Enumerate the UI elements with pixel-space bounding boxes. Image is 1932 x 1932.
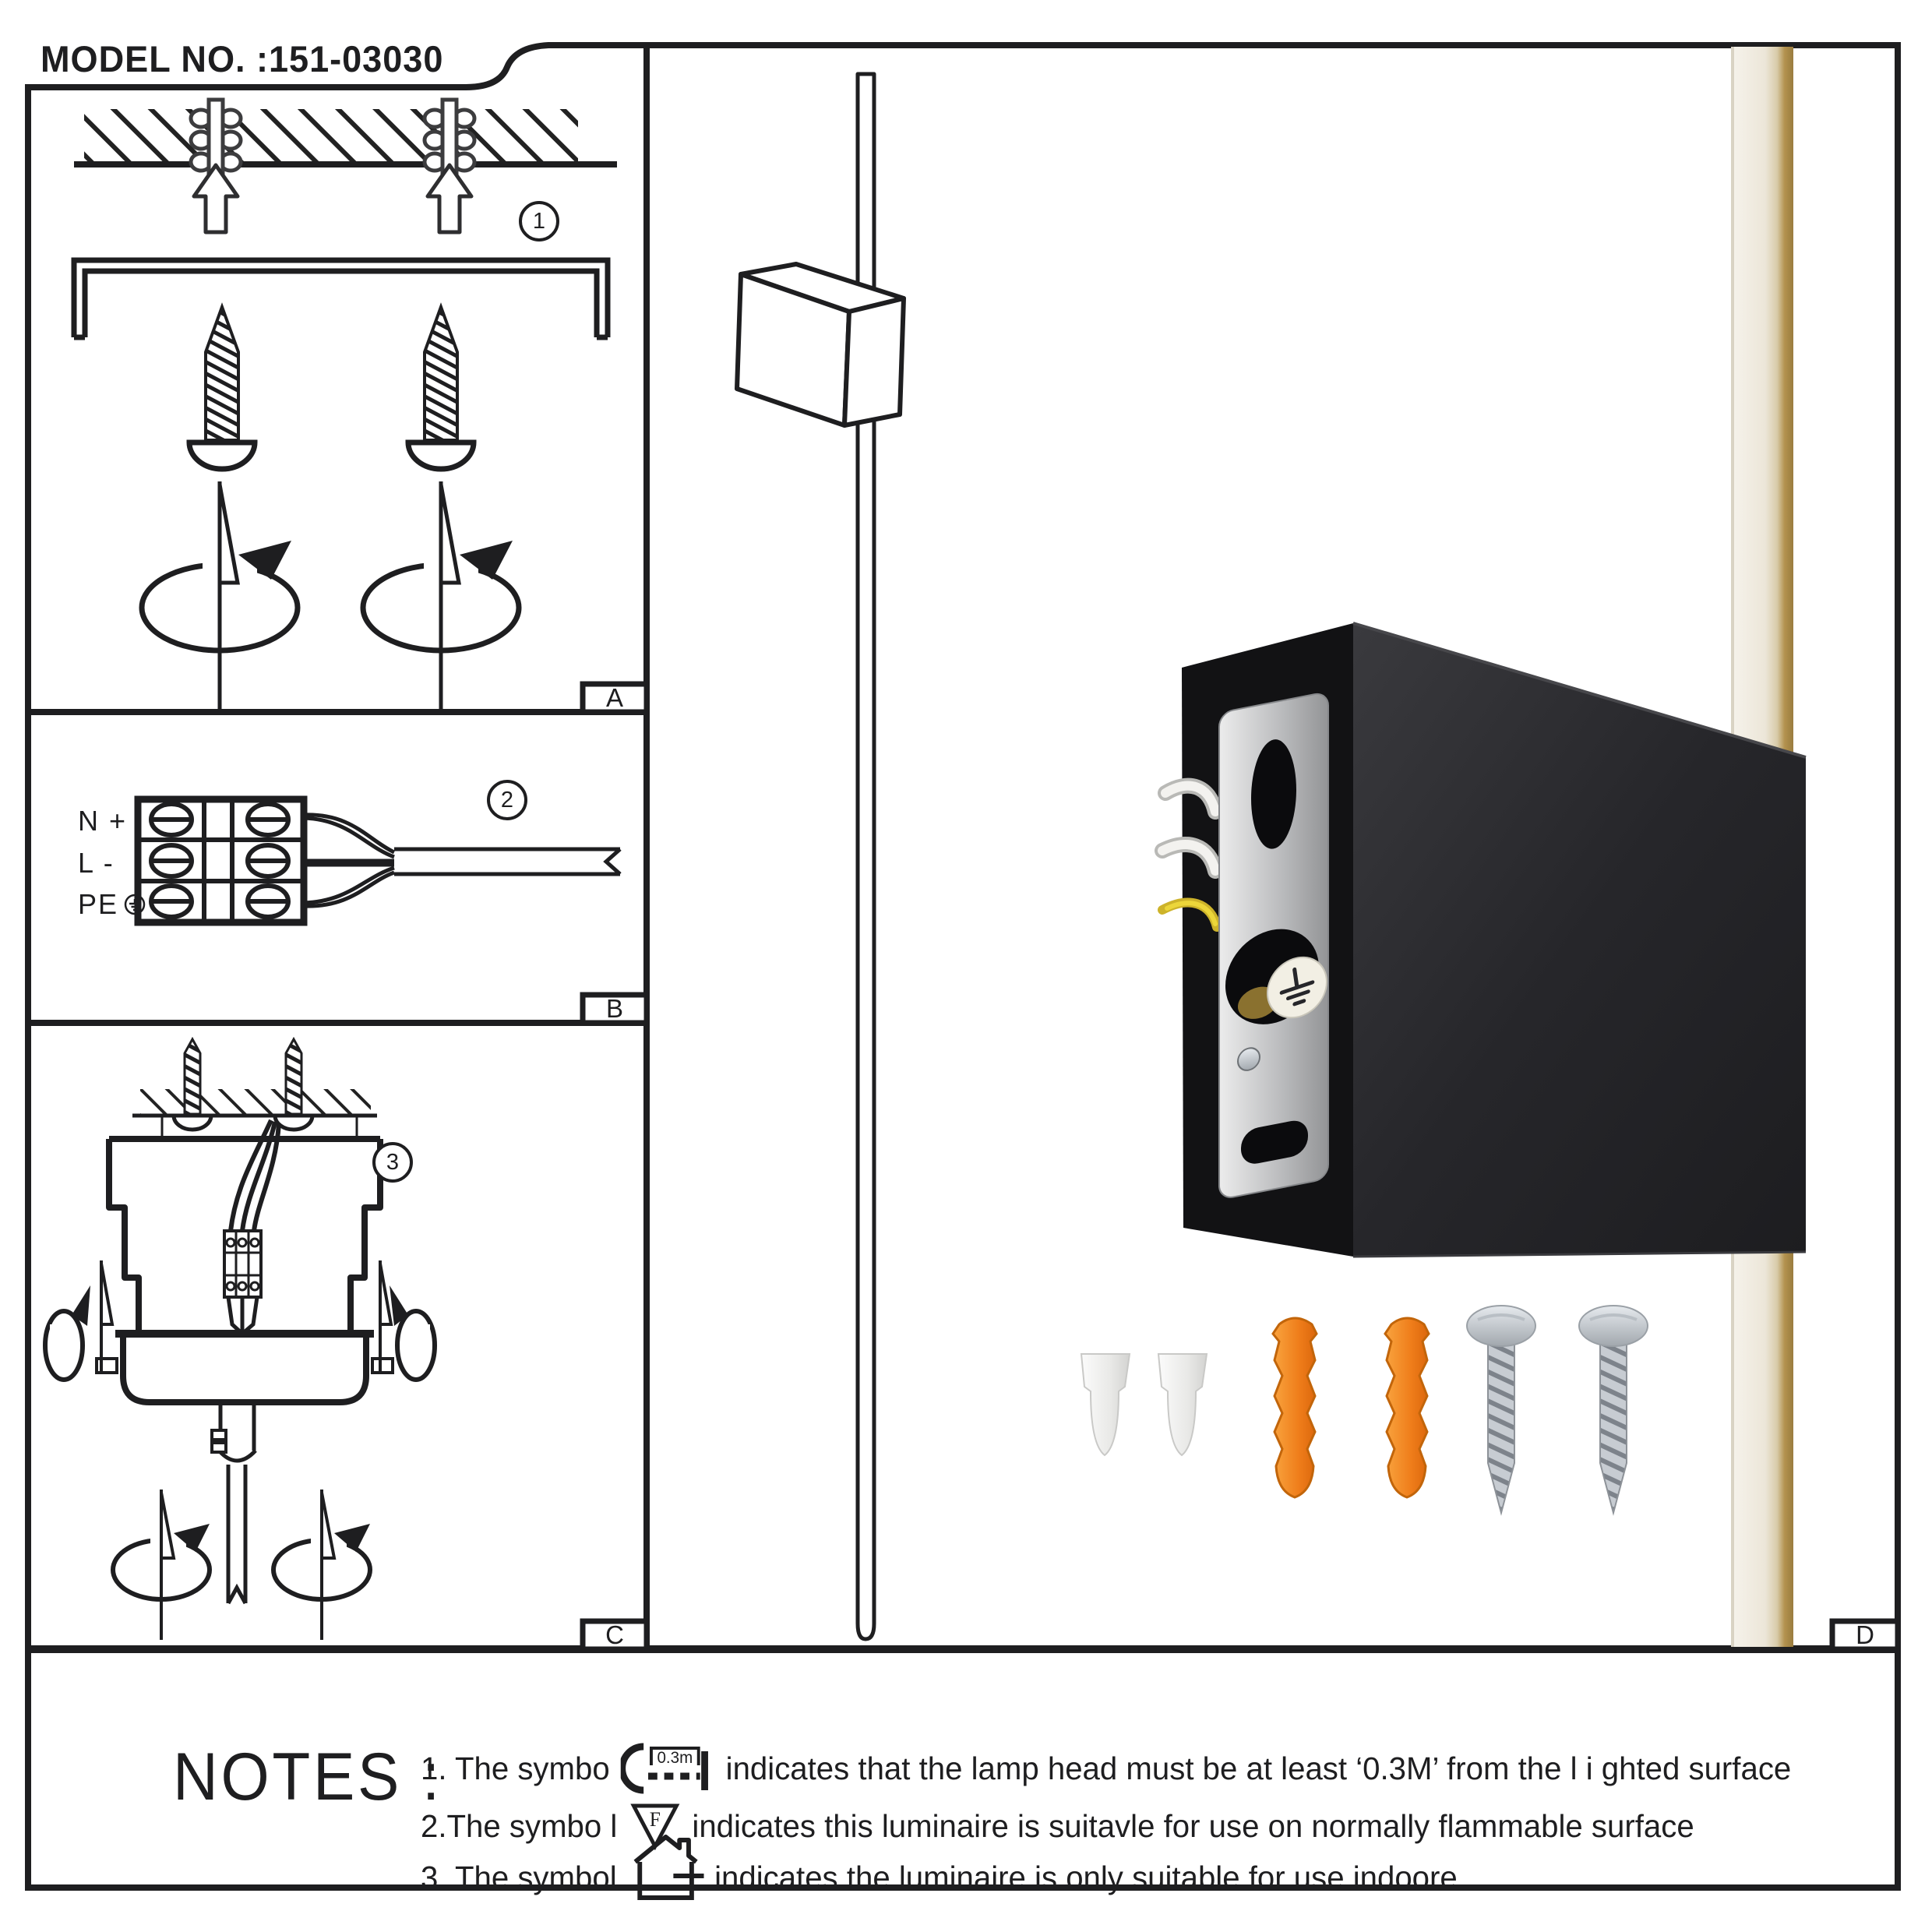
note-1-suffix: indicates that the lamp head must be at … bbox=[725, 1750, 1792, 1786]
panel-c-label: C bbox=[605, 1620, 624, 1649]
panel-b-label-box bbox=[580, 992, 650, 1026]
terminal-screws bbox=[149, 802, 291, 919]
small-terminal-block bbox=[223, 1229, 263, 1299]
panel-a-step1-drill-anchors bbox=[71, 97, 617, 709]
wires-to-terminal bbox=[228, 1119, 281, 1232]
panel-d-lamp-line-art bbox=[735, 72, 906, 1641]
outer-border-with-model-tab bbox=[25, 42, 1901, 1891]
note-2: 2.The symbo l F indicates this luminaire… bbox=[421, 1801, 1694, 1851]
step-3-badge: 3 bbox=[372, 1142, 413, 1183]
ceiling-hatch-small bbox=[140, 1089, 371, 1114]
side-rotate-arrow-icon bbox=[43, 1260, 437, 1382]
plate-bottom-slot bbox=[1241, 1120, 1308, 1164]
wire-funnel bbox=[226, 1296, 259, 1335]
panel-b-step2-wiring bbox=[134, 795, 622, 926]
note-2-prefix: 2.The symbo l bbox=[421, 1807, 618, 1844]
svg-text:F: F bbox=[649, 1808, 660, 1831]
push-up-arrow-icon bbox=[192, 163, 474, 234]
mounting-screw-photo bbox=[1466, 1305, 1648, 1516]
canopy-bar bbox=[95, 1330, 394, 1405]
panel-c-label-box bbox=[580, 1618, 650, 1652]
hardware-kit-photo bbox=[1080, 1305, 1648, 1516]
lamp-rod-line-art bbox=[855, 72, 876, 1641]
mount-box-front-face bbox=[1353, 623, 1806, 1257]
indoor-use-house-icon bbox=[633, 1835, 704, 1900]
note-1: 1. The symbo 0.3m indicates that the lam… bbox=[421, 1743, 1792, 1794]
earth-ground-icon bbox=[124, 894, 146, 915]
pendant-cable bbox=[210, 1402, 257, 1605]
step-1-badge: 1 bbox=[519, 201, 559, 242]
panel-d-label-box bbox=[1829, 1618, 1901, 1652]
panel-d-photo bbox=[1080, 47, 1807, 1647]
note-3-suffix: indicates the luminaire is only suitable… bbox=[714, 1859, 1458, 1895]
supply-cable bbox=[303, 813, 622, 908]
terminal-label-n: N + bbox=[78, 805, 128, 837]
rotate-to-lock-arrow-icon bbox=[111, 1490, 372, 1640]
rotate-to-tighten-arrow-icon bbox=[139, 481, 522, 709]
connection-box-line-art bbox=[735, 262, 906, 428]
installed-screw-icon bbox=[171, 1036, 315, 1132]
wall-plug-orange bbox=[1271, 1317, 1430, 1499]
mounting-bracket-profile bbox=[71, 257, 611, 340]
notes-heading: NOTES : bbox=[173, 1740, 443, 1814]
wall-plug-anchor-icon bbox=[189, 97, 477, 185]
note-1-prefix: 1. The symbo bbox=[421, 1750, 610, 1786]
note-3: 3. The symbol indicates the luminaire is… bbox=[421, 1835, 1458, 1902]
page-frame bbox=[25, 42, 1901, 1891]
svg-text:0.3m: 0.3m bbox=[657, 1749, 693, 1767]
earth-label-sticker bbox=[1267, 956, 1327, 1019]
mount-bracket-plate-photo bbox=[1218, 693, 1329, 1198]
note-3-prefix: 3. The symbol bbox=[421, 1859, 617, 1895]
panel-b-label: B bbox=[605, 994, 623, 1023]
min-distance-0-3m-icon: 0.3m bbox=[620, 1743, 708, 1794]
plate-top-slot bbox=[1251, 739, 1296, 849]
panel-a-label: A bbox=[605, 683, 623, 712]
step-2-badge: 2 bbox=[487, 780, 527, 820]
panel-a-label-box bbox=[580, 681, 650, 715]
stepped-mounting-profile bbox=[106, 1136, 383, 1334]
terminal-label-l: L - bbox=[78, 847, 115, 879]
wire-connector-cap bbox=[1080, 1353, 1208, 1457]
panel-d-label: D bbox=[1856, 1620, 1874, 1649]
wall-mount-box-photo bbox=[1155, 622, 1807, 1258]
screw-icon bbox=[186, 302, 477, 472]
plate-screw bbox=[1237, 1047, 1260, 1071]
model-number: MODEL NO. :151-03030 bbox=[41, 38, 444, 79]
terminal-label-pe: PE bbox=[78, 888, 146, 921]
mount-wires-photo bbox=[1155, 777, 1223, 932]
ceiling-hatch bbox=[84, 109, 578, 162]
note-2-suffix: indicates this luminaire is suitavle for… bbox=[692, 1807, 1694, 1844]
panel-c-step3-assembly bbox=[43, 1036, 437, 1640]
flammable-surface-f-triangle-icon: F bbox=[629, 1803, 679, 1851]
